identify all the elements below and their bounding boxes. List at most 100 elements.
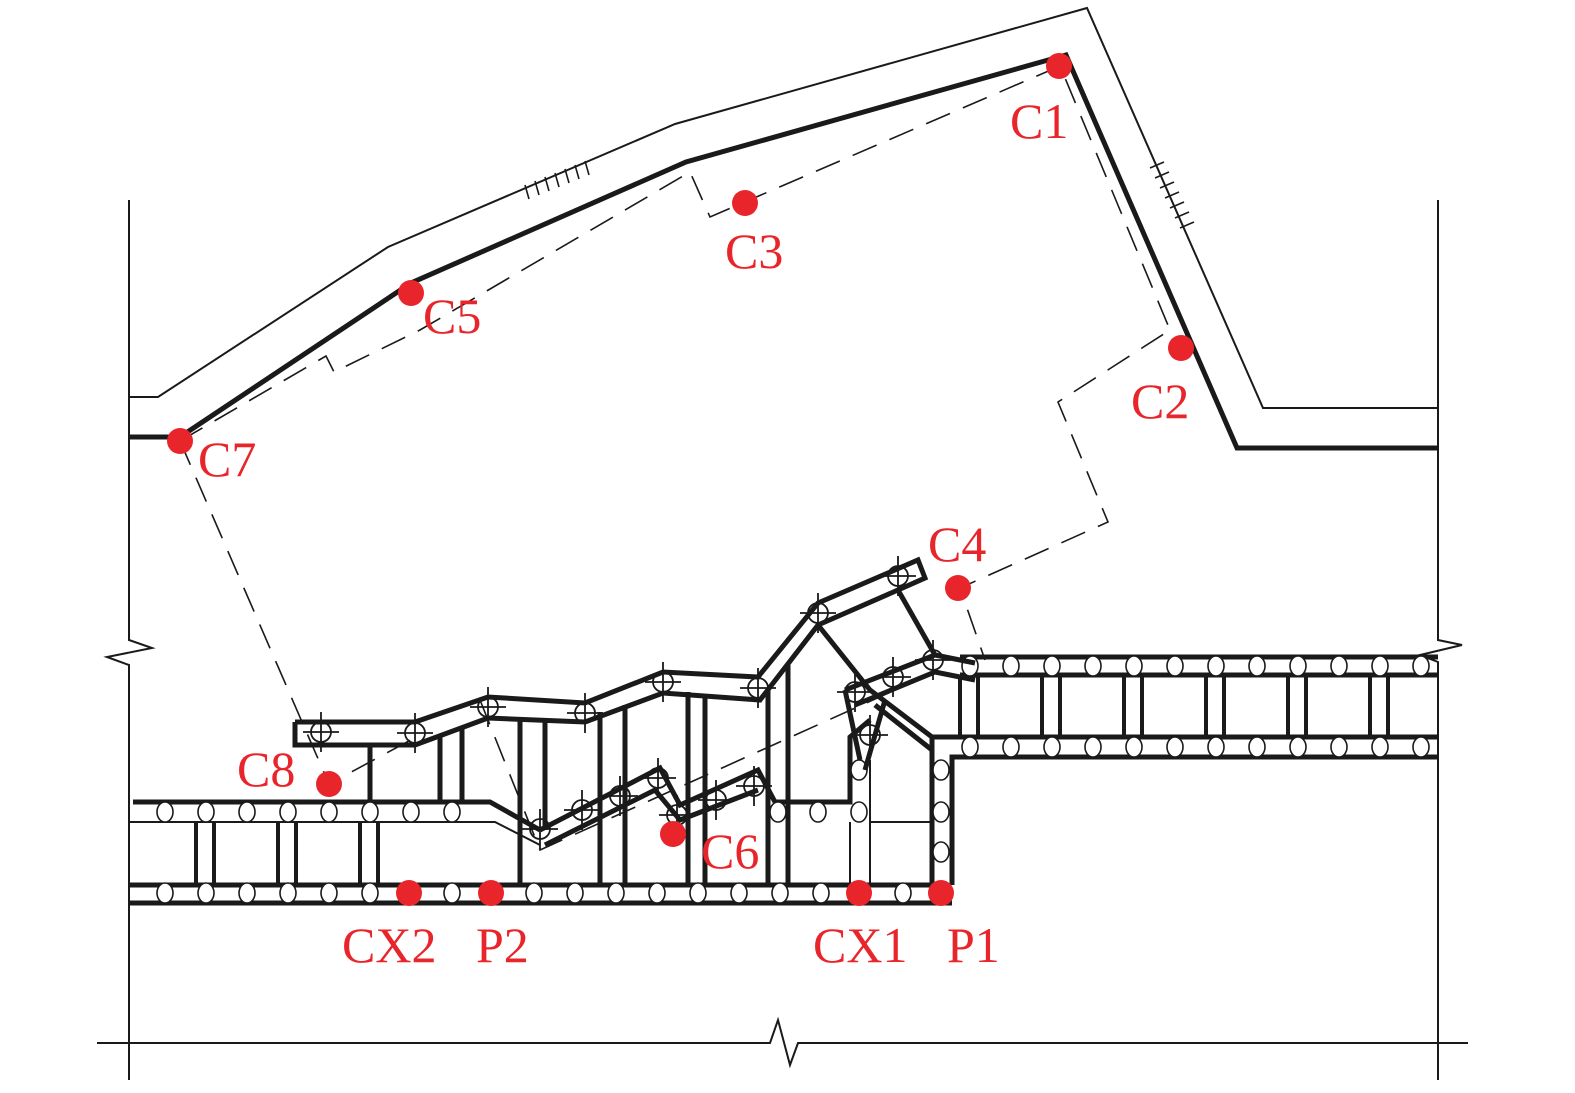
grout-ring bbox=[361, 801, 379, 823]
grout-ring bbox=[1330, 736, 1348, 758]
grout-ring bbox=[197, 882, 215, 904]
bolt-crosshair bbox=[736, 766, 772, 806]
outer-excavation-outline bbox=[129, 6, 1438, 409]
grout-ring bbox=[730, 882, 748, 904]
bolt-crosshair bbox=[645, 662, 681, 702]
hatch-marks bbox=[524, 160, 1195, 229]
bolt-crosshair bbox=[800, 593, 836, 633]
grout-ring bbox=[238, 801, 256, 823]
grout-ring bbox=[1371, 736, 1389, 758]
boundary-lines bbox=[97, 200, 1468, 1080]
point-label: C2 bbox=[1131, 373, 1189, 429]
grout-ring bbox=[361, 882, 379, 904]
bolt-crosshair bbox=[303, 712, 339, 752]
grout-ring bbox=[156, 882, 174, 904]
grout-ring bbox=[1002, 655, 1020, 677]
grout-ring bbox=[894, 882, 912, 904]
point-label: C4 bbox=[928, 516, 986, 572]
point-label: CX1 bbox=[813, 917, 907, 973]
grout-ring bbox=[1084, 736, 1102, 758]
point-C8: C8 bbox=[237, 741, 342, 797]
grout-ring bbox=[320, 882, 338, 904]
grout-ring bbox=[961, 736, 979, 758]
grout-ring bbox=[443, 882, 461, 904]
point-C4: C4 bbox=[928, 516, 986, 601]
grout-ring bbox=[1125, 655, 1143, 677]
bolt-crosshair bbox=[470, 687, 506, 727]
point-P2: P2 bbox=[476, 880, 529, 973]
grout-ring bbox=[1166, 655, 1184, 677]
grout-ring bbox=[932, 841, 950, 863]
grout-ring bbox=[238, 882, 256, 904]
point-label: C6 bbox=[701, 823, 759, 879]
bolt-crosshair bbox=[602, 776, 638, 816]
grout-ring bbox=[1371, 655, 1389, 677]
bolt-crosshair bbox=[852, 715, 888, 755]
grout-ring bbox=[648, 882, 666, 904]
grout-ring bbox=[1084, 655, 1102, 677]
grout-ring bbox=[809, 801, 827, 823]
bolt-crosshair bbox=[567, 693, 603, 733]
point-label: C3 bbox=[725, 223, 783, 279]
grout-ring bbox=[1207, 655, 1225, 677]
grout-ring bbox=[932, 801, 950, 823]
grout-ring bbox=[1289, 655, 1307, 677]
grout-ring bbox=[812, 882, 830, 904]
bolt-crosshair bbox=[875, 657, 911, 697]
point-CX1: CX1 bbox=[813, 880, 907, 973]
grout-ring bbox=[1330, 655, 1348, 677]
grout-ring bbox=[279, 882, 297, 904]
point-CX2: CX2 bbox=[342, 880, 436, 973]
grout-ring bbox=[402, 801, 420, 823]
grout-ring bbox=[566, 882, 584, 904]
grout-ring bbox=[1289, 736, 1307, 758]
grout-ring bbox=[607, 882, 625, 904]
grout-ring bbox=[1412, 736, 1430, 758]
grout-ring bbox=[197, 801, 215, 823]
grout-ring bbox=[525, 882, 543, 904]
point-C1: C1 bbox=[1010, 53, 1072, 149]
bolt-crosshair bbox=[522, 809, 558, 849]
point-label: C8 bbox=[237, 741, 295, 797]
grout-ring bbox=[769, 801, 787, 823]
inner-lining-outline bbox=[129, 52, 1438, 451]
point-P1: P1 bbox=[928, 880, 1000, 973]
lower-tunnel-lining bbox=[129, 654, 1438, 906]
point-C3: C3 bbox=[725, 190, 783, 279]
point-label: CX2 bbox=[342, 917, 436, 973]
point-C5: C5 bbox=[398, 280, 481, 344]
grout-ring bbox=[1207, 736, 1225, 758]
deformed-support-frame bbox=[292, 556, 976, 885]
grout-ring bbox=[279, 801, 297, 823]
monitoring-points: C1 C2 C3 C4 C5 C6 C7 C8 CX2 P2 CX1 P1 bbox=[167, 53, 1194, 973]
grout-ring bbox=[1043, 736, 1061, 758]
grout-ring bbox=[443, 801, 461, 823]
bolt-crosshair bbox=[915, 640, 951, 680]
grout-ring bbox=[1002, 736, 1020, 758]
grout-ring bbox=[1166, 736, 1184, 758]
bolt-crosshair bbox=[564, 790, 600, 830]
bolt-crosshair bbox=[640, 758, 676, 798]
grout-ring bbox=[156, 801, 174, 823]
grout-ring bbox=[1248, 655, 1266, 677]
bolt-crosshair bbox=[698, 780, 734, 820]
grout-ring bbox=[1125, 736, 1143, 758]
grout-ring bbox=[932, 759, 950, 781]
grout-ring bbox=[771, 882, 789, 904]
grout-ring bbox=[850, 801, 868, 823]
point-C7: C7 bbox=[167, 428, 256, 487]
point-label: P2 bbox=[476, 917, 529, 973]
grout-ring bbox=[1043, 655, 1061, 677]
bolt-crosshair bbox=[837, 672, 873, 712]
grout-ring bbox=[689, 882, 707, 904]
point-C6: C6 bbox=[660, 821, 759, 879]
point-C2: C2 bbox=[1131, 335, 1194, 429]
grout-ring bbox=[1248, 736, 1266, 758]
point-label: C7 bbox=[198, 431, 256, 487]
bolt-crosshair bbox=[880, 556, 916, 596]
point-label: C5 bbox=[423, 288, 481, 344]
point-label: P1 bbox=[947, 917, 1000, 973]
point-label: C1 bbox=[1010, 93, 1068, 149]
